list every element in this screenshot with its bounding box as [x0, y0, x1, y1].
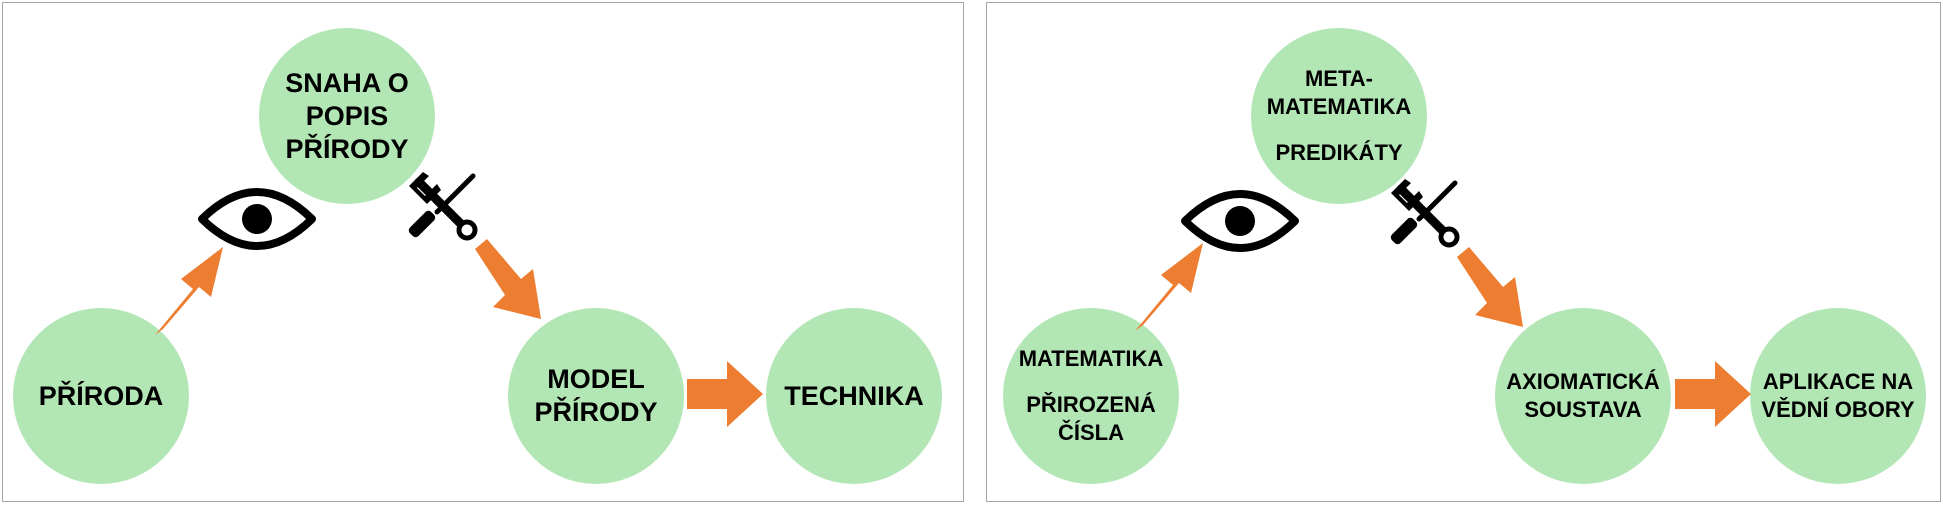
- arrow-axiomaticka-to-aplikace: [1675, 361, 1751, 427]
- left-diagram-panel: SNAHA O POPIS PŘÍRODY PŘÍRODA MODEL PŘÍR…: [2, 2, 964, 502]
- eye-icon: [1181, 190, 1299, 252]
- tools-icon: [1390, 179, 1460, 248]
- arrow-priroda-to-eye: [155, 247, 223, 335]
- node-technika: TECHNIKA: [766, 308, 942, 484]
- tools-icon: [408, 172, 478, 241]
- node-matematika: MATEMATIKA PŘIROZENÁ ČÍSLA: [1003, 308, 1179, 484]
- arrow-matematika-to-eye: [1135, 243, 1203, 331]
- arrow-model-to-technika: [687, 361, 763, 427]
- node-axiomaticka-soustava: AXIOMATICKÁ SOUSTAVA: [1495, 308, 1671, 484]
- node-model-prirody: MODEL PŘÍRODY: [508, 308, 684, 484]
- eye-icon: [198, 188, 316, 250]
- arrow-tools-to-model: [475, 239, 541, 319]
- node-snaha-o-popis-prirody: SNAHA O POPIS PŘÍRODY: [259, 28, 435, 204]
- arrow-tools-to-axiomaticka: [1457, 247, 1523, 327]
- node-metamatematika: META- MATEMATIKA PREDIKÁTY: [1251, 28, 1427, 204]
- node-aplikace-na-vedni-obory: APLIKACE NA VĚDNÍ OBORY: [1750, 308, 1926, 484]
- right-diagram-panel: META- MATEMATIKA PREDIKÁTY MATEMATIKA PŘ…: [986, 2, 1941, 502]
- node-priroda: PŘÍRODA: [13, 308, 189, 484]
